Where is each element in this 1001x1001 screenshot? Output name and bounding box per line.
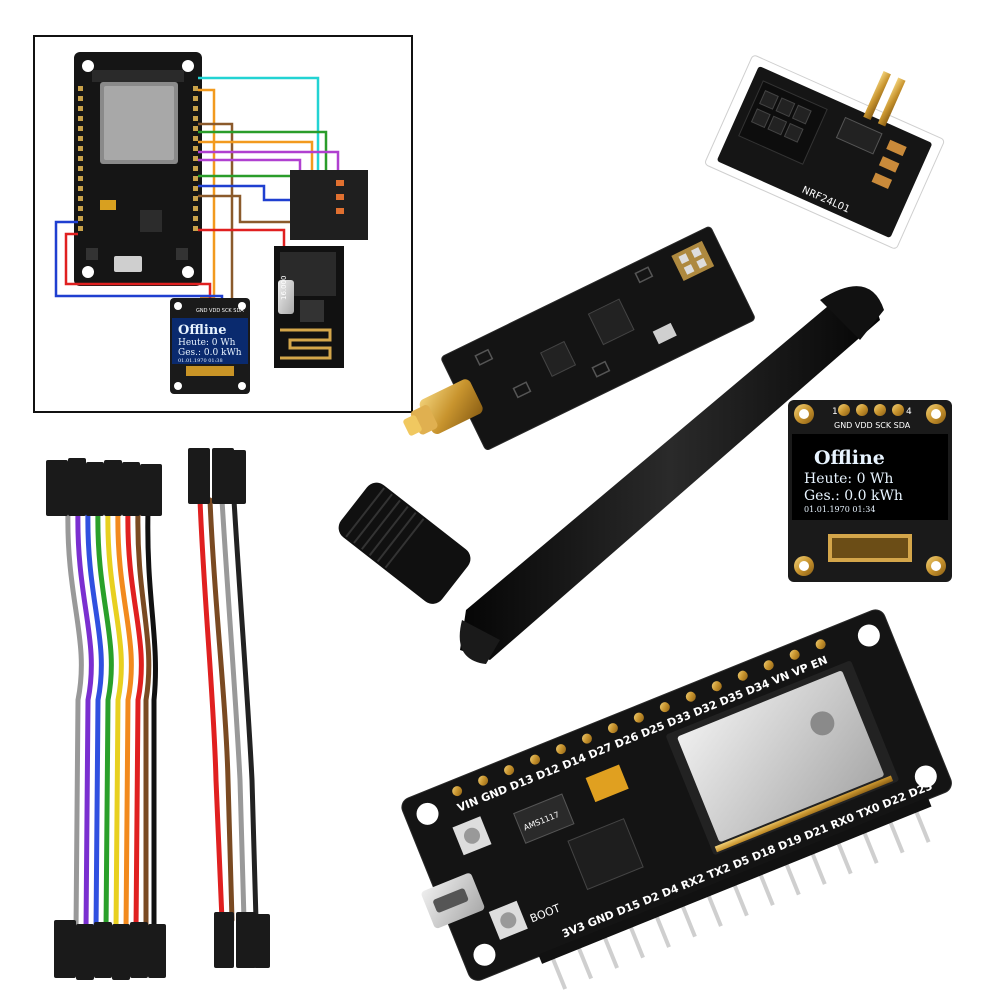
esp32-bottom-header bbox=[548, 804, 931, 990]
jumper-connectors-top-large bbox=[46, 458, 162, 516]
wire-red-2 bbox=[64, 232, 212, 298]
oled-title: Offline bbox=[814, 447, 885, 469]
nrf-adapter-board: NRF24L01 bbox=[705, 55, 945, 249]
oled-display-module: 1 4 GND VDD SCK SDA Offline Heute: 0 Wh … bbox=[788, 400, 952, 582]
diagram-esp32-right-pins bbox=[193, 86, 198, 231]
jumper-wire-bundle-small bbox=[197, 497, 259, 923]
diagram-oled-date: 01.01.1970 01:38 bbox=[178, 358, 223, 364]
antenna bbox=[338, 286, 884, 664]
wire-blue-1 bbox=[198, 184, 290, 202]
diagram-nrf-module: 16.000 bbox=[274, 170, 368, 368]
diagram-oled-title: Offline bbox=[178, 323, 227, 338]
wire-red-1 bbox=[198, 228, 286, 246]
diagram-oled: GND VDD SCK SDA Offline Heute: 0 Wh Ges.… bbox=[170, 298, 250, 394]
diagram-crystal-label: 16.000 bbox=[280, 276, 288, 301]
nrf-pa-lna-module bbox=[403, 226, 755, 450]
diagram-esp32-left-pins bbox=[78, 86, 83, 231]
jumper-connectors-bottom-large bbox=[54, 920, 166, 980]
oled-header-pins bbox=[838, 404, 904, 416]
wire-blue-2 bbox=[54, 220, 224, 300]
wire-brown-2 bbox=[198, 194, 290, 224]
oled-pin-labels: GND VDD SCK SDA bbox=[834, 421, 911, 430]
diagram-oled-heute: Heute: 0 Wh bbox=[178, 338, 236, 348]
jumper-wire-bundle-large bbox=[65, 507, 158, 933]
wire-brown bbox=[198, 122, 234, 300]
oled-heute-line: Heute: 0 Wh bbox=[804, 471, 893, 487]
esp32-top-header bbox=[452, 639, 826, 797]
oled-pin-4-label: 4 bbox=[906, 407, 912, 417]
oled-date-line: 01.01.1970 01:34 bbox=[804, 505, 875, 514]
diagram-oled-pin-labels: GND VDD SCK SDA bbox=[196, 308, 244, 314]
oled-ges-line: Ges.: 0.0 kWh bbox=[804, 488, 903, 504]
jumper-connectors-small bbox=[188, 448, 270, 968]
diagram-oled-ges: Ges.: 0.0 kWh bbox=[178, 348, 242, 358]
oled-pin-1-label: 1 bbox=[832, 407, 838, 417]
wiring-diagram: 16.000 GND VDD SCK SDA Offline Heute: 0 … bbox=[33, 35, 413, 413]
diagram-esp32-board bbox=[74, 52, 202, 286]
esp32-dev-board: VIN GND D13 D12 D14 D27 D26 D25 D33 D32 … bbox=[401, 609, 952, 990]
